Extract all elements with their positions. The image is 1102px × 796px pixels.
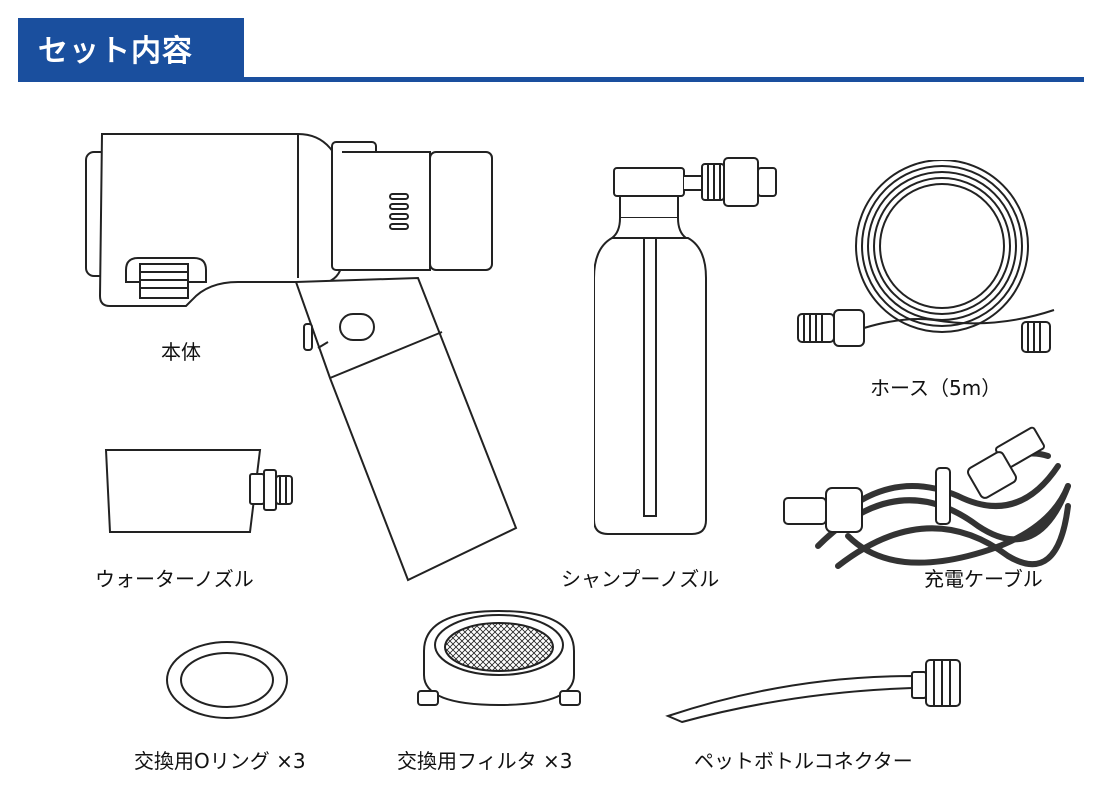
item-label-bottle-connector: ペットボトルコネクター [694, 749, 913, 773]
device-body-icon [78, 128, 538, 588]
hose-icon [794, 160, 1064, 360]
item-label-filter: 交換用フィルタ ×3 [397, 749, 573, 773]
item-label-charging-cable: 充電ケーブル [924, 567, 1043, 591]
item-label-water-nozzle: ウォーターノズル [95, 567, 254, 591]
item-label-o-ring: 交換用Oリング ×3 [134, 749, 306, 773]
header-divider [18, 77, 1084, 82]
shampoo-nozzle-icon [594, 150, 784, 545]
item-label-hose: ホース（5m） [870, 376, 1002, 400]
charging-cable-icon [778, 416, 1078, 586]
item-label-body: 本体 [161, 340, 201, 364]
bottle-connector-icon [664, 654, 974, 726]
section-header-bar [18, 18, 244, 82]
o-ring-icon [162, 638, 292, 722]
section-title: セット内容 [38, 34, 193, 69]
water-nozzle-icon [100, 444, 300, 544]
filter-icon [414, 605, 584, 715]
item-label-shampoo-nozzle: シャンプーノズル [561, 567, 720, 591]
